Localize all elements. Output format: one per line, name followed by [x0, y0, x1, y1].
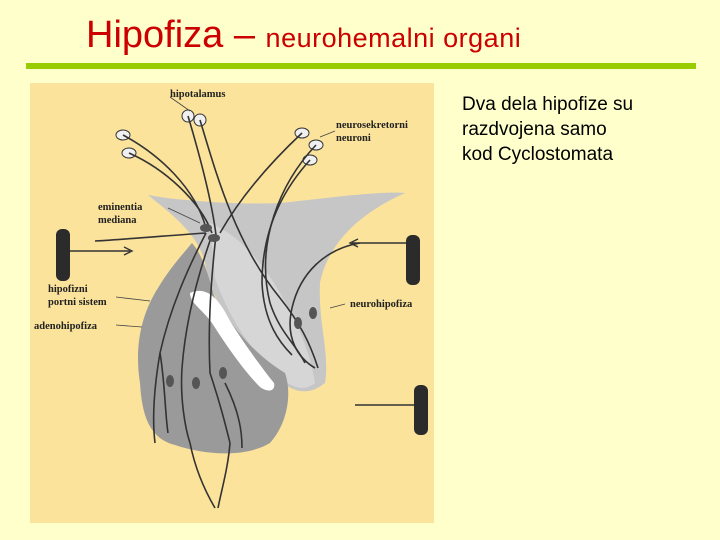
slide-title: Hipofiza – neurohemalni organi [86, 14, 521, 57]
body-text: Dva dela hipofize su razdvojena samo kod… [462, 94, 634, 165]
label-neurosecretory: neurosekretorni [336, 120, 408, 131]
title-underline [26, 63, 696, 69]
label-neurons: neuroni [336, 133, 371, 144]
axon-bundle [122, 115, 319, 369]
diagram-svg: hipotalamus neurosekretorni neuroni emin… [30, 83, 434, 523]
title-dash: – [223, 14, 266, 56]
label-hypophyseal: hipofizni [48, 284, 88, 295]
title-main: Hipofiza [86, 14, 224, 56]
pituitary-diagram: hipotalamus neurosekretorni neuroni emin… [30, 83, 434, 523]
label-hypothalamus: hipotalamus [170, 89, 225, 100]
label-eminentia: eminentia [98, 202, 143, 213]
neurohypophysis-shape [210, 223, 315, 388]
leader-lines [115, 96, 346, 328]
vessel-tubes [56, 229, 428, 435]
right-lower-vessel [414, 385, 428, 435]
label-neurohypophysis: neurohipofiza [350, 299, 413, 310]
flow-arrows [70, 238, 414, 406]
capillary-nodes [166, 224, 317, 389]
label-mediana: mediana [98, 215, 137, 226]
left-vessel [56, 229, 70, 281]
adenohypophysis-shape [138, 243, 289, 454]
pituitary-cleft-shape [190, 290, 275, 391]
title-subtitle: neurohemalni organi [265, 23, 522, 53]
portal-vessels [94, 232, 361, 509]
label-adenohypophysis: adenohipofiza [34, 321, 98, 332]
label-portal-system: portni sistem [48, 297, 107, 308]
right-upper-vessel [406, 235, 420, 285]
